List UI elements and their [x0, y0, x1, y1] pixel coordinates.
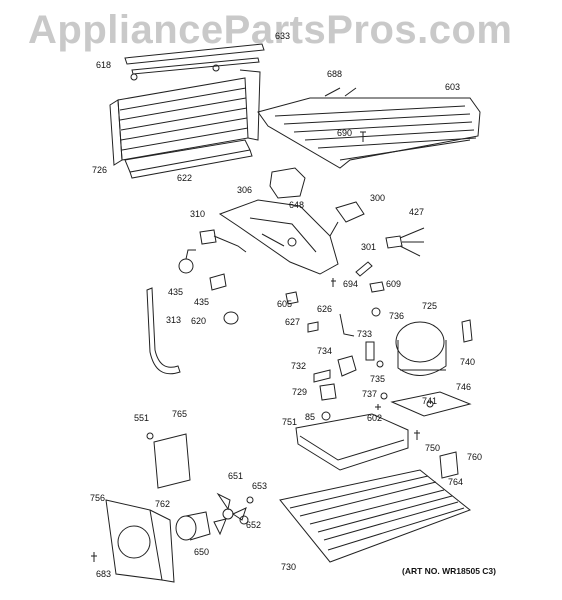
shroud-756	[105, 499, 175, 583]
part-label-300: 300	[370, 193, 386, 203]
watermark: AppliancePartsPros.com	[28, 8, 513, 52]
base-plate-746	[390, 391, 472, 417]
part-label-627: 627	[285, 317, 301, 327]
part-label-306: 306	[237, 185, 253, 195]
part-label-764: 764	[448, 477, 464, 487]
part-label-746: 746	[456, 382, 472, 392]
relay-734	[337, 355, 357, 377]
part-627	[307, 321, 319, 333]
part-label-688: 688	[327, 69, 343, 79]
part-301	[355, 261, 373, 277]
part-label-694: 694	[343, 279, 359, 289]
rail-part-618	[124, 43, 265, 81]
part-733	[365, 341, 375, 361]
part-620	[223, 311, 239, 325]
drain-tray-622	[124, 139, 253, 179]
housing-306	[218, 199, 339, 275]
part-label-733: 733	[357, 329, 373, 339]
part-label-737: 737	[362, 389, 378, 399]
socket-435	[209, 273, 227, 291]
art-number: (ART NO. WR18505 C3)	[402, 566, 496, 576]
part-label-310: 310	[190, 209, 206, 219]
part-label-301: 301	[361, 242, 377, 252]
part-label-756: 756	[90, 493, 106, 503]
part-label-735: 735	[370, 374, 386, 384]
part-85	[321, 411, 331, 421]
part-label-765: 765	[172, 409, 188, 419]
compressor-725	[395, 321, 447, 376]
part-label-313: 313	[166, 315, 182, 325]
part-label-653: 653	[252, 481, 268, 491]
part-label-734: 734	[317, 346, 333, 356]
part-626	[339, 313, 355, 337]
drain-pan-751	[295, 413, 409, 471]
part-732	[313, 369, 331, 383]
part-label-633: 633	[275, 31, 291, 41]
part-737	[380, 392, 388, 400]
part-551	[146, 432, 154, 440]
module-648	[269, 167, 306, 199]
part-652	[239, 515, 249, 525]
part-729	[319, 383, 337, 401]
part-653	[246, 496, 254, 504]
part-label-648: 648	[289, 200, 305, 210]
harness-427	[385, 227, 425, 257]
part-label-85: 85	[305, 412, 316, 422]
part-602	[375, 404, 381, 410]
part-736	[371, 307, 381, 317]
part-label-736: 736	[389, 311, 405, 321]
bracket-760	[439, 451, 459, 479]
part-label-435-bulb: 435	[168, 287, 184, 297]
part-label-741: 741	[422, 396, 438, 406]
part-label-732: 732	[291, 361, 307, 371]
part-label-730: 730	[281, 562, 297, 572]
cover-765	[153, 433, 191, 489]
part-740	[461, 319, 473, 343]
part-741	[426, 400, 434, 408]
part-label-603: 603	[445, 82, 461, 92]
part-label-760: 760	[467, 452, 483, 462]
drain-tube-313	[146, 287, 181, 375]
part-label-729: 729	[292, 387, 308, 397]
bulb-435	[178, 249, 196, 274]
thermostat-300	[329, 201, 365, 237]
part-label-622: 622	[177, 173, 193, 183]
part-label-726: 726	[92, 165, 108, 175]
part-label-683: 683	[96, 569, 112, 579]
condenser-coil-726	[109, 69, 261, 166]
part-label-620: 620	[191, 316, 207, 326]
part-label-652: 652	[246, 520, 262, 530]
shelf-603	[257, 87, 481, 169]
part-609	[369, 281, 385, 293]
part-label-750: 750	[425, 443, 441, 453]
part-label-690: 690	[337, 128, 353, 138]
screw-750	[414, 430, 420, 440]
part-735	[376, 360, 384, 368]
part-label-751: 751	[282, 417, 298, 427]
screw-694	[331, 278, 336, 287]
part-label-602: 602	[367, 413, 383, 423]
switch-310	[199, 229, 247, 253]
screw-690	[360, 131, 366, 142]
fan-motor-650	[175, 511, 211, 541]
part-label-609: 609	[386, 279, 402, 289]
evaporator-coil-730	[279, 469, 472, 563]
part-label-618: 618	[96, 60, 112, 70]
part-label-435-socket: 435	[194, 297, 210, 307]
part-label-650: 650	[194, 547, 210, 557]
part-label-740: 740	[460, 357, 476, 367]
part-label-551: 551	[134, 413, 150, 423]
part-label-626: 626	[317, 304, 333, 314]
part-605	[285, 291, 299, 305]
part-label-762: 762	[155, 499, 171, 509]
part-label-427: 427	[409, 207, 425, 217]
fan-blade-651	[213, 492, 247, 536]
screw-683	[91, 552, 97, 562]
part-label-605: 605	[277, 299, 293, 309]
part-label-725: 725	[422, 301, 438, 311]
part-label-651: 651	[228, 471, 244, 481]
